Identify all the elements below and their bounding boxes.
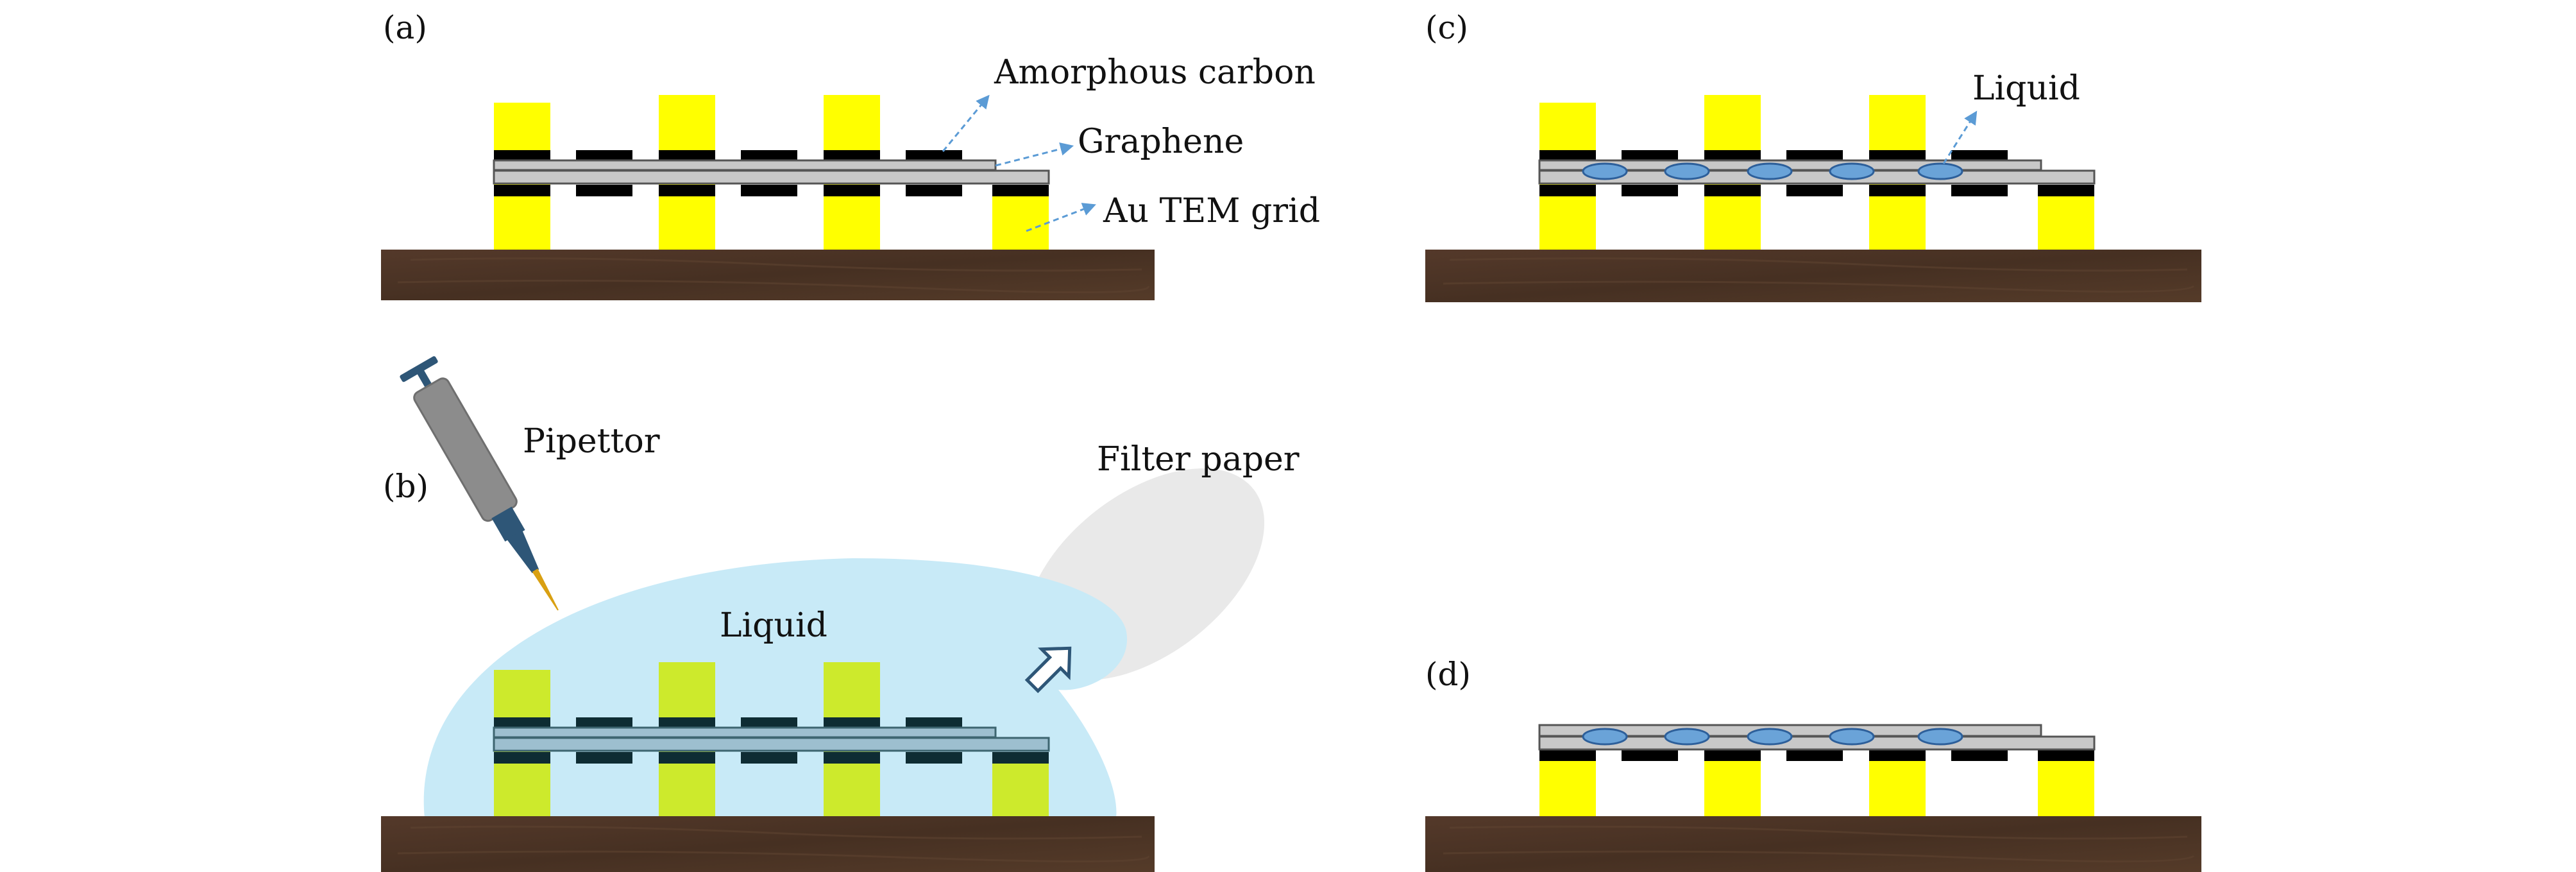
liquid-droplet (1829, 162, 1875, 180)
liquid-droplet (1917, 728, 1963, 746)
amorphous-carbon-segment (1539, 185, 1596, 196)
label-pipettor: Pipettor (523, 422, 660, 461)
amorphous-carbon-segment (1869, 749, 1926, 761)
amorphous-carbon-segment (1951, 749, 2008, 761)
au-grid-bar (2038, 759, 2094, 816)
liquid-droplet (1917, 162, 1963, 180)
amorphous-carbon-segment (1622, 749, 1678, 761)
panel-b: (b) (381, 356, 1300, 872)
liquid-droplet (1747, 162, 1793, 180)
amorphous-carbon-segment (1869, 185, 1926, 196)
wood-grain (1443, 257, 2194, 293)
amorphous-carbon-segment (576, 752, 632, 764)
panel-c: (c) Liquid (1425, 9, 2201, 302)
liquid-droplet (1582, 162, 1628, 180)
graphene-sheet-upper (493, 726, 997, 739)
amorphous-carbon-segment (2038, 749, 2094, 761)
wood-grain (397, 825, 1149, 863)
amorphous-carbon-segment (741, 185, 797, 196)
amorphous-carbon-segment (1704, 749, 1761, 761)
label-liquid-b: Liquid (720, 606, 827, 645)
au-grid-bar (1539, 759, 1596, 816)
label-amorphous-carbon: Amorphous carbon (994, 53, 1316, 92)
panel-a-tag: (a) (383, 9, 427, 46)
amorphous-carbon-segment (741, 752, 797, 764)
wood-grain (1443, 825, 2194, 863)
outline-arrow-icon (1024, 646, 1072, 694)
amorphous-carbon-segment (906, 752, 962, 764)
amorphous-carbon-segment (494, 752, 550, 764)
liquid-droplet (1664, 162, 1710, 180)
pipettor-icon (400, 356, 559, 611)
callout-arrow-graphene (995, 142, 1074, 167)
liquid-droplet (1582, 728, 1628, 746)
wood-base (1425, 816, 2201, 872)
label-graphene: Graphene (1078, 123, 1244, 161)
liquid-droplet (1747, 728, 1793, 746)
au-grid-bar (1704, 759, 1761, 816)
amorphous-carbon-segment (1704, 185, 1761, 196)
au-grid-bar-wet (992, 757, 1049, 816)
panel-b-tag: (b) (383, 468, 428, 505)
wood-base (381, 816, 1155, 872)
amorphous-carbon-segment (906, 185, 962, 196)
graphene-sheet-lower (493, 169, 1050, 185)
label-filter-paper: Filter paper (1097, 440, 1300, 479)
amorphous-carbon-segment (576, 185, 632, 196)
amorphous-carbon-segment (992, 185, 1049, 196)
panel-d-tag: (d) (1425, 656, 1471, 693)
amorphous-carbon-segment (1786, 749, 1843, 761)
amorphous-carbon-segment (824, 752, 880, 764)
callout-arrow-amorphous-carbon (942, 94, 990, 152)
amorphous-carbon-segment (659, 185, 715, 196)
au-grid-bar (1869, 759, 1926, 816)
panel-c-tag: (c) (1425, 9, 1468, 46)
amorphous-carbon-segment (824, 185, 880, 196)
amorphous-carbon-segment (1786, 185, 1843, 196)
amorphous-carbon-segment (1539, 749, 1596, 761)
au-grid-bar (992, 190, 1049, 250)
callout-arrow-liquid (1942, 110, 1978, 164)
au-grid-bar (2038, 190, 2094, 250)
graphene-sheet-upper (493, 159, 997, 171)
wood-grain (397, 257, 1149, 294)
amorphous-carbon-segment (992, 752, 1049, 764)
panel-a: (a) Amorphous carbon Graphene Au TEM (381, 9, 1320, 300)
label-liquid-c: Liquid (1972, 69, 2080, 108)
label-au-tem-grid: Au TEM grid (1103, 192, 1320, 230)
callout-arrow-au-grid (1026, 203, 1096, 232)
liquid-droplet (1664, 728, 1710, 746)
amorphous-carbon-segment (659, 752, 715, 764)
amorphous-carbon-segment (1951, 185, 2008, 196)
amorphous-carbon-segment (1622, 185, 1678, 196)
amorphous-carbon-segment (2038, 185, 2094, 196)
graphene-sheet-lower (493, 737, 1050, 752)
liquid-droplet (1829, 728, 1875, 746)
panel-d: (d) (1425, 656, 2201, 872)
wood-base (1425, 250, 2201, 302)
amorphous-carbon-segment (494, 185, 550, 196)
